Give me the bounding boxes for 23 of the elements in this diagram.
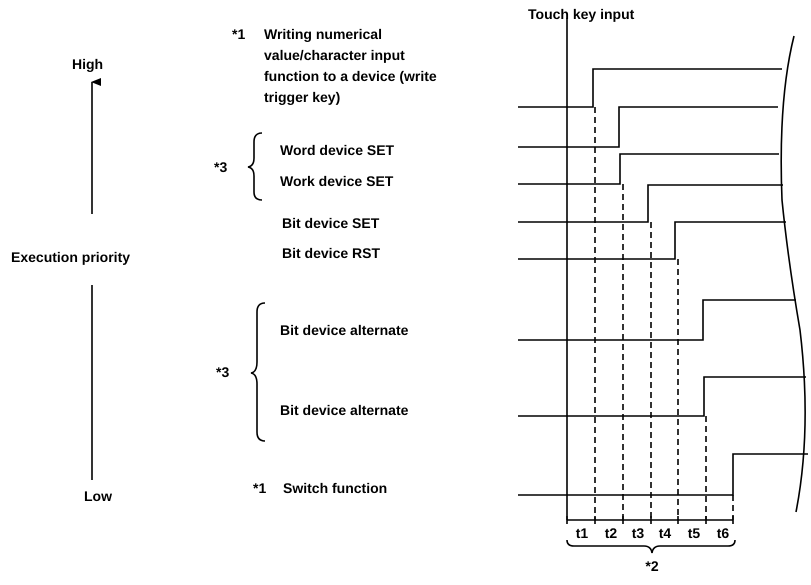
time-label: t2: [604, 525, 618, 542]
signal-label: Word device SET: [280, 142, 394, 159]
time-label: t3: [632, 525, 644, 542]
signal-label: Bit device alternate: [280, 402, 408, 419]
time-label: t5: [688, 525, 700, 542]
time-label: t6: [716, 525, 730, 542]
signal-label: Bit device RST: [282, 245, 380, 262]
signal-label: Bit device SET: [282, 215, 380, 232]
time-label: t4: [658, 525, 672, 542]
signal-label: Switch function: [283, 480, 388, 497]
axis-label: Touch key input: [528, 6, 634, 23]
footnote-mark: *3: [216, 364, 230, 381]
signal-label: Work device SET: [280, 173, 394, 190]
axis-label: Execution priority: [11, 249, 130, 266]
footnote-mark: *1: [232, 26, 246, 43]
footnote-mark: *3: [214, 159, 228, 176]
signal-label: Writing numerical value/character input function to a device (write trigger key): [264, 25, 438, 107]
time-label: t1: [576, 525, 588, 542]
signal-label: Bit device alternate: [280, 322, 408, 339]
footnote-mark: *2: [645, 558, 659, 575]
axis-label: Low: [84, 488, 112, 505]
footnote-mark: *1: [253, 480, 266, 497]
axis-label: High: [72, 56, 104, 73]
